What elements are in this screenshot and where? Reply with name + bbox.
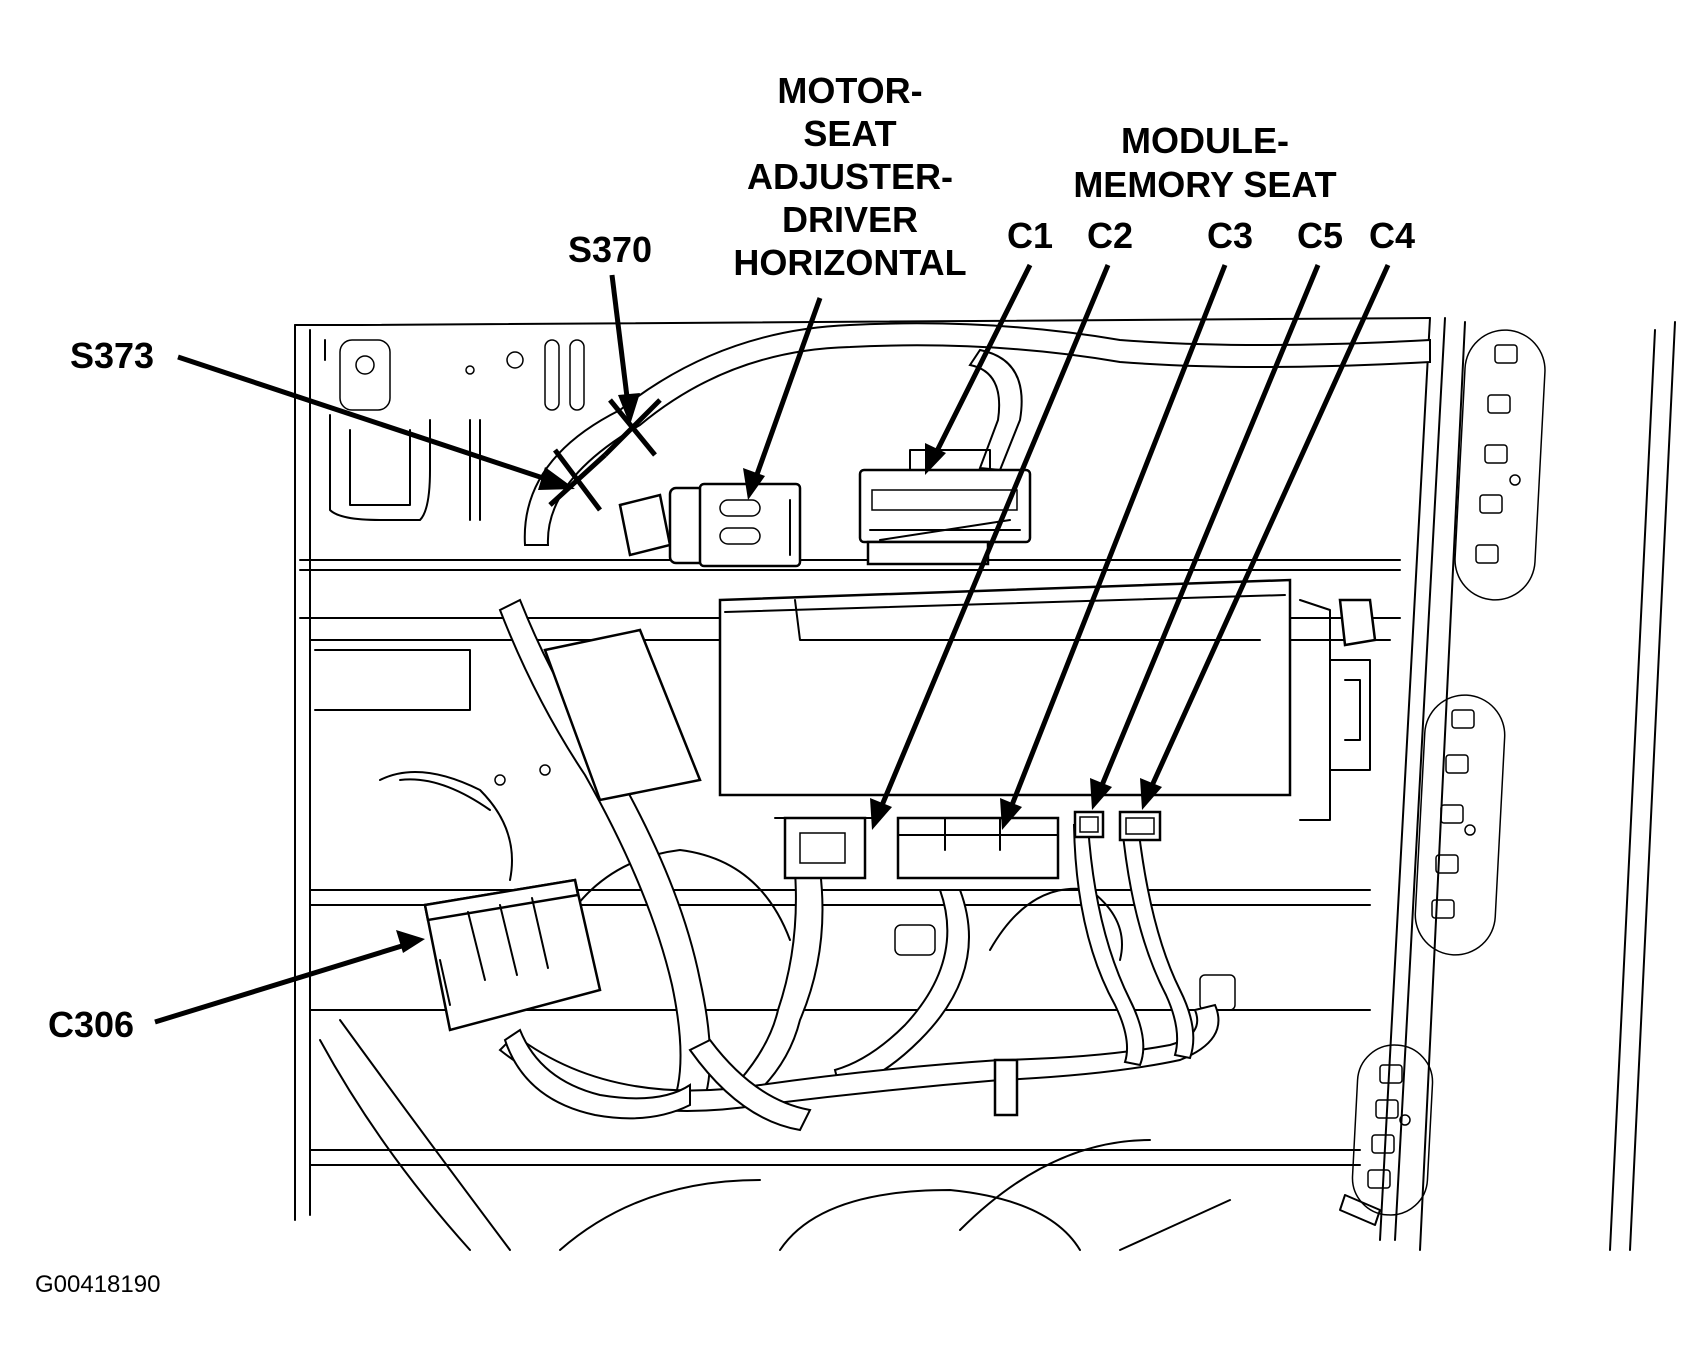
c5-label: C5: [1297, 215, 1343, 256]
callout-labels: MOTOR- SEAT ADJUSTER- DRIVER HORIZONTAL …: [35, 70, 1415, 1298]
motor-label-line5: HORIZONTAL: [733, 242, 966, 283]
s373-label: S373: [70, 335, 154, 376]
motor-connector: [618, 482, 802, 568]
pad-teeth: [1367, 344, 1521, 1189]
s370-label: S370: [568, 229, 652, 270]
c1-label: C1: [1007, 215, 1053, 256]
module-label-line1: MODULE-: [1121, 120, 1289, 161]
c4-label: C4: [1369, 215, 1415, 256]
leader-arrows: [154, 263, 1391, 1025]
c2-connector: [896, 816, 1060, 880]
c4-connector: [1118, 810, 1162, 842]
splice-s370-mark: [603, 398, 662, 457]
motor-label-line2: SEAT: [803, 113, 896, 154]
c3-label: C3: [1207, 215, 1253, 256]
splice-s373-mark: [548, 448, 607, 512]
motor-label-line3: ADJUSTER-: [747, 156, 953, 197]
motor-label-line1: MOTOR-: [777, 70, 922, 111]
diagram-code: G00418190: [35, 1271, 160, 1298]
c306-label: C306: [48, 1004, 134, 1045]
side-connector: [1338, 598, 1377, 647]
c1-connector: [774, 816, 876, 880]
c2-label: C2: [1087, 215, 1133, 256]
wire-harness: [498, 322, 1431, 1132]
c306-connector: [423, 878, 602, 1032]
module-label-line2: MEMORY SEAT: [1073, 164, 1336, 205]
motor-label-line4: DRIVER: [782, 199, 918, 240]
module-top-connector: [858, 449, 1032, 566]
memory-seat-module: [718, 578, 1371, 821]
seat-track-rail: [1339, 317, 1676, 1251]
c5-connector: [1073, 810, 1105, 839]
